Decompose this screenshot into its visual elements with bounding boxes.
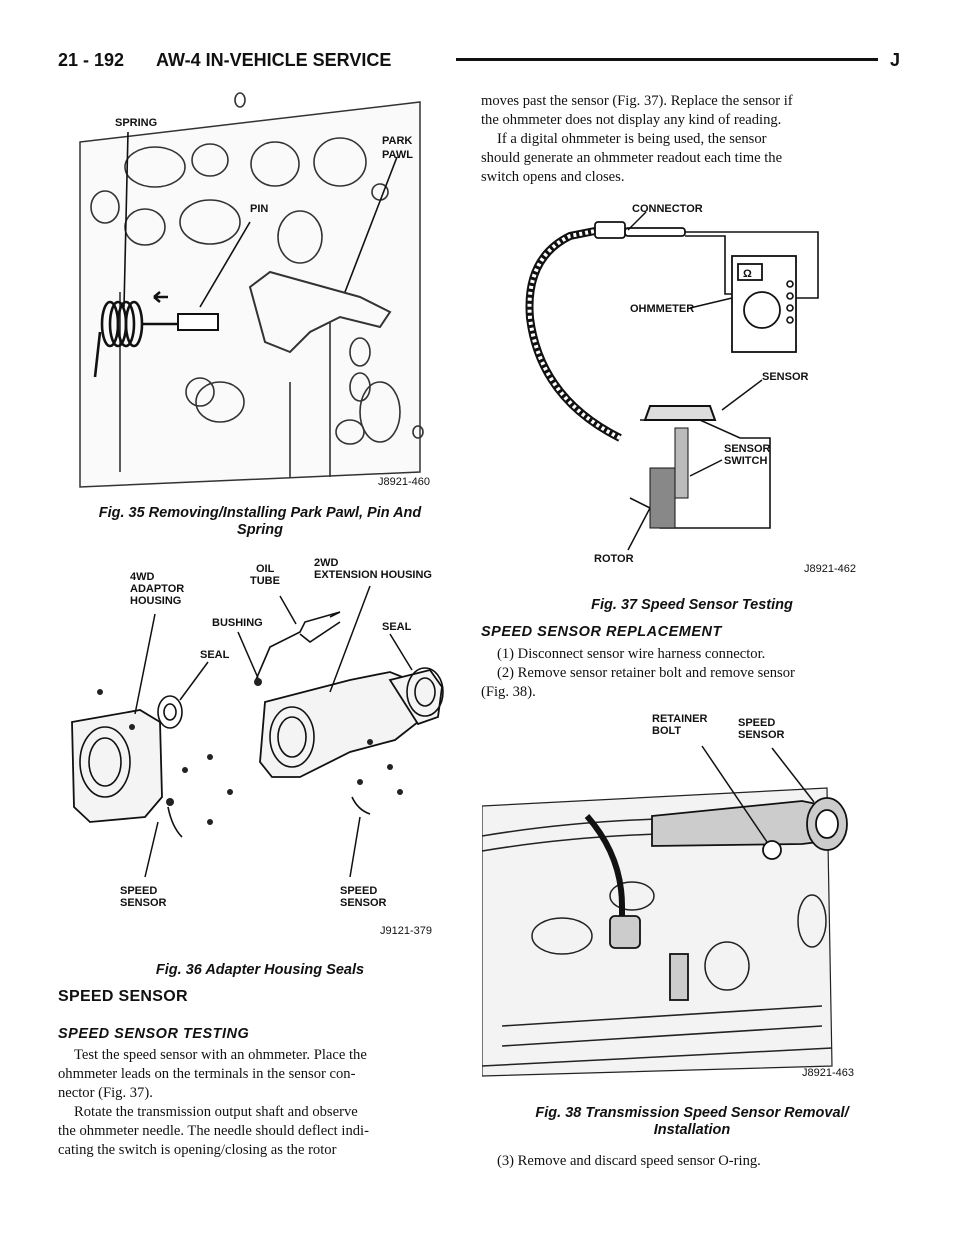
figure-36: 4WD ADAPTOR HOUSING OIL TUBE 2WD EXTENSI… — [60, 552, 460, 954]
label-pin: PIN — [250, 203, 268, 215]
figure-37: CONNECTOR OHMMETER Ω SENSOR SENSOR SWITC… — [500, 198, 890, 586]
figure-38-caption: Fig. 38 Transmission Speed Sensor Remova… — [481, 1105, 903, 1139]
testing-paragraphs: Test the speed sensor with an ohmmeter. … — [58, 1046, 458, 1160]
step-1: (1) Disconnect sensor wire harness conne… — [497, 646, 766, 662]
text-line: moves past the sensor (Fig. 37). Replace… — [481, 93, 793, 109]
subheading-replacement: SPEED SENSOR REPLACEMENT — [481, 624, 722, 640]
text-line: If a digital ohmmeter is being used, the… — [497, 131, 767, 147]
label-oil: OIL — [256, 563, 275, 575]
text-line: nector (Fig. 37). — [58, 1085, 153, 1101]
label-housing: HOUSING — [130, 595, 181, 607]
header-rule — [456, 58, 878, 61]
section-title: AW-4 IN-VEHICLE SERVICE — [156, 50, 392, 70]
vehicle-code: J — [890, 50, 901, 70]
label-bolt: BOLT — [652, 725, 681, 737]
park-pawl-illustration: SPRING PARK PAWL PIN J8921-460 — [60, 92, 460, 494]
figure-35-caption: Fig. 35 Removing/Installing Park Pawl, P… — [58, 505, 462, 539]
label-sensor-switch-2: SWITCH — [724, 455, 767, 467]
label-seal-left: SEAL — [200, 649, 230, 661]
figure-id: J8921-462 — [804, 563, 856, 575]
figure-36-caption: Fig. 36 Adapter Housing Seals — [155, 962, 365, 978]
caption-line: Fig. 38 Transmission Speed Sensor Remova… — [535, 1105, 849, 1121]
text-line: the ohmmeter needle. The needle should d… — [58, 1123, 369, 1139]
replacement-steps: (1) Disconnect sensor wire harness conne… — [481, 645, 903, 702]
text-line: (Fig. 38). — [481, 684, 536, 700]
label-bushing: BUSHING — [212, 617, 263, 629]
speed-sensor-removal-illustration: RETAINER BOLT SPEED SENSOR J8921-463 — [482, 706, 882, 1086]
caption-line: Installation — [653, 1122, 731, 1138]
text-line: Rotate the transmission output shaft and… — [74, 1104, 358, 1120]
label-connector: CONNECTOR — [632, 203, 703, 215]
text-line: Test the speed sensor with an ohmmeter. … — [74, 1047, 367, 1063]
speed-sensor-testing-illustration: CONNECTOR OHMMETER Ω SENSOR SENSOR SWITC… — [500, 198, 890, 586]
label-2wd: 2WD — [314, 557, 339, 569]
label-pawl: PAWL — [382, 149, 413, 161]
label-speed-left: SPEED — [120, 885, 157, 897]
adapter-housing-illustration: 4WD ADAPTOR HOUSING OIL TUBE 2WD EXTENSI… — [60, 552, 460, 954]
page-header: 21 - 192 AW-4 IN-VEHICLE SERVICE J — [58, 50, 908, 80]
figure-id: J8921-460 — [378, 476, 430, 488]
figure-id: J9121-379 — [380, 925, 432, 937]
figure-37-caption: Fig. 37 Speed Sensor Testing — [591, 597, 793, 613]
label-park: PARK — [382, 135, 412, 147]
text-line: the ohmmeter does not display any kind o… — [481, 112, 782, 128]
label-extension-housing: EXTENSION HOUSING — [314, 569, 432, 581]
caption-line: Fig. 35 Removing/Installing Park Pawl, P… — [98, 505, 422, 521]
label-adaptor: ADAPTOR — [130, 583, 184, 595]
label-sensor-switch-1: SENSOR — [724, 443, 771, 455]
text-line: switch opens and closes. — [481, 169, 625, 185]
label-tube: TUBE — [250, 575, 280, 587]
right-intro-paragraphs: moves past the sensor (Fig. 37). Replace… — [481, 92, 903, 187]
step-3-paragraph: (3) Remove and discard speed sensor O-ri… — [481, 1152, 903, 1171]
label-sensor-right: SENSOR — [340, 897, 387, 909]
label-sensor: SENSOR — [762, 371, 809, 383]
step-2: (2) Remove sensor retainer bolt and remo… — [497, 665, 795, 681]
figure-35: SPRING PARK PAWL PIN J8921-460 — [60, 92, 460, 494]
text-line: ohmmeter leads on the terminals in the s… — [58, 1066, 356, 1082]
subheading-testing: SPEED SENSOR TESTING — [58, 1026, 250, 1042]
step-3: (3) Remove and discard speed sensor O-ri… — [497, 1153, 761, 1169]
label-rotor: ROTOR — [594, 553, 634, 565]
caption-line: Spring — [237, 522, 283, 538]
label-4wd: 4WD — [130, 571, 155, 583]
label-sensor: SENSOR — [738, 729, 785, 741]
label-speed-right: SPEED — [340, 885, 377, 897]
text-line: should generate an ohmmeter readout each… — [481, 150, 783, 166]
label-ohmmeter: OHMMETER — [630, 303, 694, 315]
label-retainer: RETAINER — [652, 713, 707, 725]
label-speed: SPEED — [738, 717, 775, 729]
label-seal-right: SEAL — [382, 621, 412, 633]
page-number: 21 - 192 — [58, 50, 125, 70]
ohm-symbol: Ω — [743, 268, 752, 280]
label-spring: SPRING — [115, 117, 157, 129]
section-heading: SPEED SENSOR — [58, 988, 188, 1005]
figure-38: RETAINER BOLT SPEED SENSOR J8921-463 — [482, 706, 882, 1086]
label-sensor-left: SENSOR — [120, 897, 167, 909]
text-line: cating the switch is opening/closing as … — [58, 1142, 337, 1158]
figure-id: J8921-463 — [802, 1067, 854, 1079]
